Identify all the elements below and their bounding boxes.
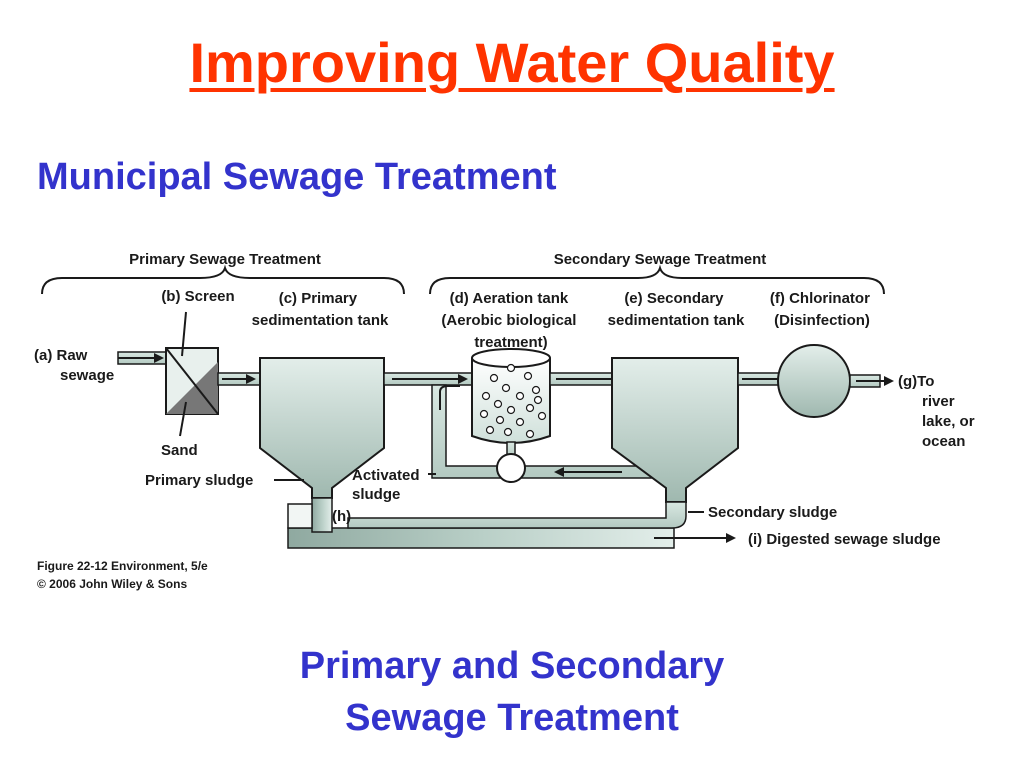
inflow-arrowhead — [154, 353, 164, 363]
aeration-tank-label-line3: treatment) — [474, 334, 547, 351]
h-label: (h) — [332, 508, 351, 525]
outflow-label-line4: ocean — [922, 433, 965, 450]
primary-header: Primary Sewage Treatment — [129, 251, 321, 268]
screen-line — [165, 347, 219, 415]
outflow-arrowhead — [884, 376, 894, 386]
bottom-caption-line1: Primary and Secondary — [299, 645, 725, 687]
outflow-label: (g)To river lake, or ocean — [898, 373, 979, 450]
outflow-label-line1: (g)To — [898, 373, 934, 390]
digested-sludge-label: (i) Digested sewage sludge — [748, 531, 941, 548]
digested-sludge-arrowhead — [726, 533, 736, 543]
primary-tank-label-line2: sedimentation tank — [252, 312, 389, 329]
raw-sewage-label-line1: (a) Raw — [34, 347, 88, 364]
bottom-caption: Primary and Secondary Sewage Treatment — [0, 640, 1024, 745]
outflow-label-line2: river — [922, 393, 955, 410]
aeration-tank-label: (d) Aeration tank (Aerobic biological tr… — [441, 290, 580, 351]
return-arrow — [439, 385, 460, 410]
aeration-bubbles — [479, 363, 547, 439]
aeration-tank-label-line2: (Aerobic biological — [441, 312, 576, 329]
primary-sludge-pipe — [311, 497, 333, 533]
activated-sludge-label-line1: Activated — [352, 467, 420, 484]
figure-credit-line1: Figure 22-12 Environment, 5/e — [37, 559, 208, 573]
chlorinator — [777, 344, 851, 418]
raw-sewage-label: (a) Raw sewage — [34, 347, 114, 384]
primary-tank-label-line1: (c) Primary — [279, 290, 358, 307]
pipe-to-aeration-arrowhead — [458, 374, 468, 384]
sewage-treatment-diagram: Primary Sewage Treatment Secondary Sewag… — [34, 251, 979, 591]
aeration-pump — [496, 453, 526, 483]
pipe-to-primary-arrowhead — [246, 374, 256, 384]
secondary-tank-label-line2: sedimentation tank — [608, 312, 745, 329]
secondary-sludge-label: Secondary sludge — [708, 504, 837, 521]
secondary-tank — [611, 357, 739, 503]
aeration-tank-label-line1: (d) Aeration tank — [450, 290, 569, 307]
secondary-tank-label: (e) Secondary sedimentation tank — [608, 290, 745, 329]
figure-credit: Figure 22-12 Environment, 5/e © 2006 Joh… — [37, 559, 211, 591]
figure-credit-line2: © 2006 John Wiley & Sons — [37, 577, 187, 591]
screen-label: (b) Screen — [161, 288, 234, 305]
bottom-caption-line2: Sewage Treatment — [345, 697, 679, 740]
outflow-label-line3: lake, or — [922, 413, 975, 430]
raw-sewage-label-line2: sewage — [60, 367, 114, 384]
secondary-sludge-pipe — [347, 501, 687, 529]
sand-fill — [166, 362, 218, 414]
sand-label: Sand — [161, 442, 198, 459]
slide-subtitle: Municipal Sewage Treatment — [37, 156, 557, 198]
secondary-header: Secondary Sewage Treatment — [554, 251, 767, 268]
secondary-tank-label-line1: (e) Secondary — [624, 290, 724, 307]
chlorinator-label-line2: (Disinfection) — [774, 312, 870, 329]
return-line-arrowhead — [554, 467, 564, 477]
chlorinator-label-line1: (f) Chlorinator — [770, 290, 870, 307]
digester-pipe — [287, 527, 675, 549]
sand-pointer — [179, 401, 187, 437]
chlorinator-label: (f) Chlorinator (Disinfection) — [770, 290, 874, 329]
activated-sludge-label-line2: sludge — [352, 486, 400, 503]
secondary-brace — [429, 264, 885, 295]
activated-sludge-label: Activated sludge — [352, 467, 424, 503]
primary-brace — [41, 264, 405, 295]
primary-tank-label: (c) Primary sedimentation tank — [252, 290, 389, 329]
screen-pointer — [181, 311, 187, 357]
slide-title: Improving Water Quality — [189, 31, 835, 94]
primary-sludge-label: Primary sludge — [145, 472, 253, 489]
digester-box — [287, 503, 313, 529]
